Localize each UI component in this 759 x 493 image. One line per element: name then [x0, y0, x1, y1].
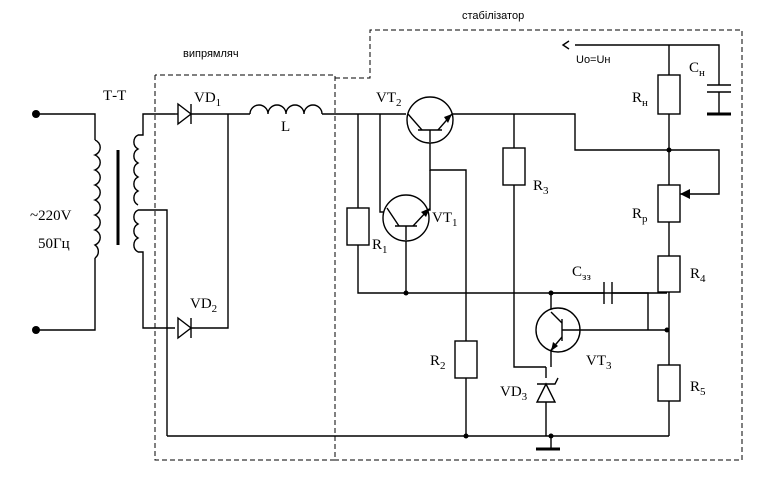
diode-vd1 [175, 102, 250, 126]
stabilizer-block-label: стабілізатор [462, 10, 524, 22]
r5-label: R5 [690, 379, 706, 398]
capacitor-czz [551, 282, 620, 304]
inductor-label: L [281, 119, 290, 135]
vt3-label: VT3 [586, 353, 612, 372]
rp-label: Rр [632, 206, 648, 225]
stabilizer-boundary [335, 29, 743, 461]
rectifier-boundary [154, 74, 336, 461]
vt2-label: VT2 [376, 90, 402, 109]
input-terminals [32, 110, 96, 334]
r4-label: R4 [690, 266, 706, 285]
vd2-label: VD2 [190, 296, 217, 315]
resistor-rp [657, 184, 681, 223]
capacitor-cn [707, 84, 731, 116]
zener-vd3 [535, 367, 560, 451]
output-arrow [561, 40, 570, 50]
resistor-r2 [454, 340, 478, 379]
inductor-l [249, 104, 406, 115]
resistor-r3 [502, 147, 526, 186]
transformer [92, 113, 175, 436]
resistor-r4 [657, 255, 681, 293]
output-label: Uo=Uн [576, 54, 611, 66]
czz-label: Cзз [572, 264, 591, 283]
resistor-r1 [346, 207, 370, 246]
rectifier-block-label: випрямляч [183, 48, 239, 60]
diode-vd2 [177, 114, 229, 340]
resistor-r5 [657, 364, 681, 402]
transformer-label: Т-Т [103, 88, 126, 104]
vd1-label: VD1 [194, 90, 221, 109]
input-frequency-label: 50Гц [38, 236, 70, 252]
vd3-label: VD3 [500, 384, 528, 403]
cn-label: Cн [689, 60, 705, 79]
vt1-label: VT1 [432, 210, 458, 229]
transistor-vt2 [406, 96, 454, 144]
rn-label: Rн [632, 90, 648, 109]
r1-label: R1 [372, 237, 388, 256]
r2-label: R2 [430, 353, 446, 372]
transistor-vt3 [535, 307, 581, 367]
input-voltage-label: ~220V [30, 208, 72, 224]
transistor-vt1 [382, 170, 431, 242]
r3-label: R3 [533, 178, 549, 197]
resistor-rn [657, 74, 681, 115]
